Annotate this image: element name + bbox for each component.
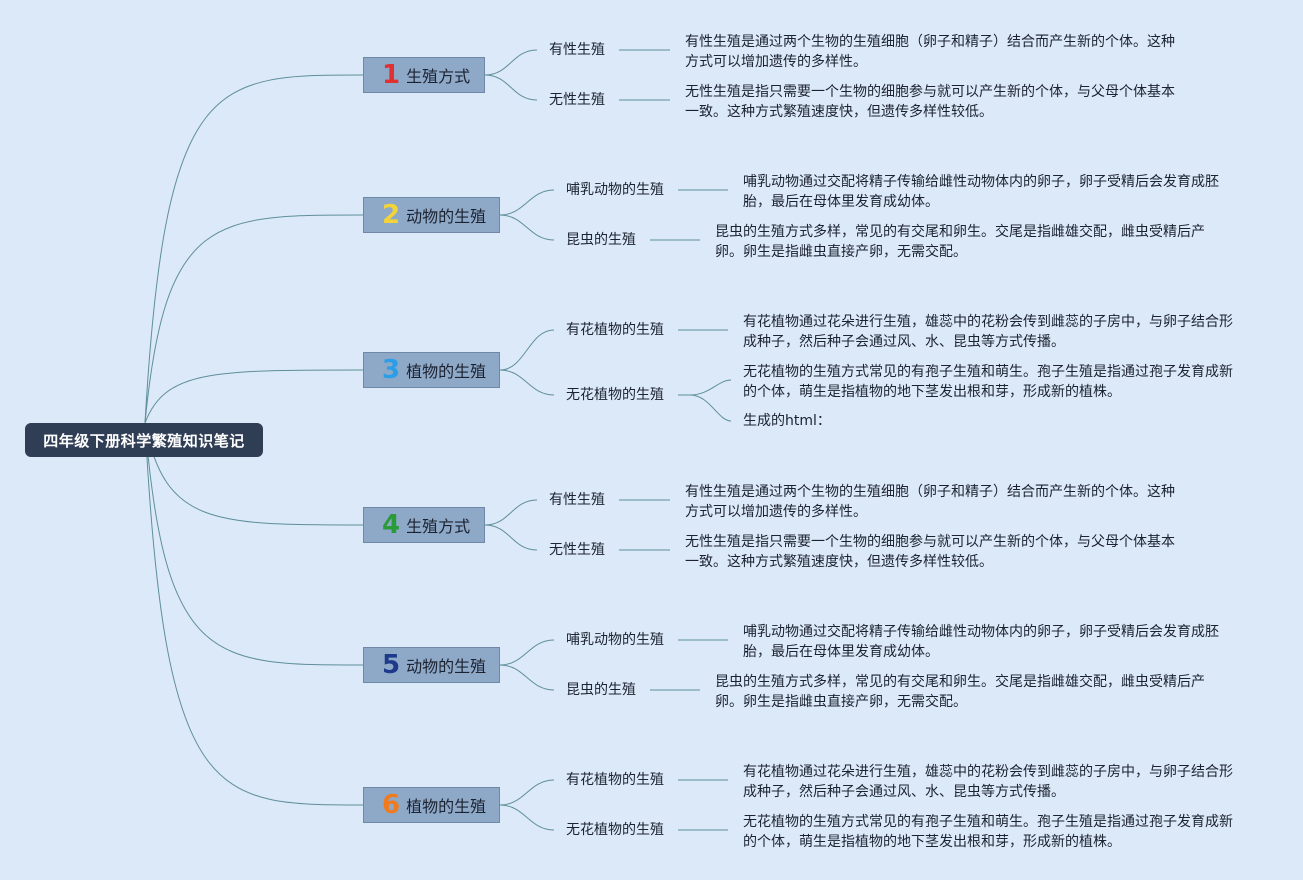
connector-line <box>499 214 555 241</box>
connector-line <box>144 369 364 424</box>
connector-line <box>484 499 538 526</box>
detail-text: 无花植物的生殖方式常见的有孢子生殖和萌生。孢子生殖是指通过孢子发育成新 的个体，… <box>743 814 1233 850</box>
topic-number-icon: 4 <box>382 510 401 540</box>
topic-node-3[interactable]: 3 植物的生殖 <box>363 352 500 388</box>
connector-line <box>499 804 555 831</box>
subtopic-node[interactable]: 有性生殖 <box>549 42 605 58</box>
subtopic-node[interactable]: 哺乳动物的生殖 <box>566 632 664 648</box>
connector-line <box>484 524 538 551</box>
detail-text: 昆虫的生殖方式多样，常见的有交尾和卵生。交尾是指雌雄交配，雌虫受精后产 卵。卵生… <box>715 224 1205 260</box>
topic-number-icon: 5 <box>382 650 401 680</box>
topic-number-icon: 2 <box>382 200 401 230</box>
detail-text: 无性生殖是指只需要一个生物的细胞参与就可以产生新的个体，与父母个体基本 一致。这… <box>685 84 1175 120</box>
topic-label: 植物的生殖 <box>406 797 487 816</box>
connector-line <box>499 639 555 666</box>
topic-label: 动物的生殖 <box>406 657 487 676</box>
detail-text: 有性生殖是通过两个生物的生殖细胞（卵子和精子）结合而产生新的个体。这种 方式可以… <box>685 484 1175 520</box>
connector-line <box>499 189 555 216</box>
subtopic-node[interactable]: 有花植物的生殖 <box>566 772 664 788</box>
connector-line <box>144 74 364 424</box>
detail-text: 有性生殖是通过两个生物的生殖细胞（卵子和精子）结合而产生新的个体。这种 方式可以… <box>685 34 1175 70</box>
connector-line <box>499 369 555 396</box>
root-node[interactable]: 四年级下册科学繁殖知识笔记 <box>25 423 263 457</box>
subtopic-node[interactable]: 无花植物的生殖 <box>566 387 664 403</box>
connector-line <box>484 74 538 101</box>
subtopic-node[interactable]: 有花植物的生殖 <box>566 322 664 338</box>
topic-label: 植物的生殖 <box>406 362 487 381</box>
subtopic-node[interactable]: 有性生殖 <box>549 492 605 508</box>
subtopic-node[interactable]: 昆虫的生殖 <box>566 682 636 698</box>
subtopic-node[interactable]: 无花植物的生殖 <box>566 822 664 838</box>
detail-text: 无性生殖是指只需要一个生物的细胞参与就可以产生新的个体，与父母个体基本 一致。这… <box>685 534 1175 570</box>
topic-node-6[interactable]: 6 植物的生殖 <box>363 787 500 823</box>
topic-node-2[interactable]: 2 动物的生殖 <box>363 197 500 233</box>
topic-label: 生殖方式 <box>406 517 471 536</box>
topic-label: 生殖方式 <box>406 67 471 86</box>
detail-text: 哺乳动物通过交配将精子传输给雌性动物体内的卵子，卵子受精后会发育成胚 胎，最后在… <box>743 174 1219 210</box>
connector-line <box>499 779 555 806</box>
connector-line <box>144 422 364 526</box>
topic-node-1[interactable]: 1 生殖方式 <box>363 57 485 93</box>
subtopic-node[interactable]: 昆虫的生殖 <box>566 232 636 248</box>
connector-line <box>499 329 555 371</box>
connector-line <box>499 664 555 691</box>
subtopic-node[interactable]: 无性生殖 <box>549 92 605 108</box>
subtopic-node[interactable]: 无性生殖 <box>549 542 605 558</box>
topic-label: 动物的生殖 <box>406 207 487 226</box>
detail-text: 无花植物的生殖方式常见的有孢子生殖和萌生。孢子生殖是指通过孢子发育成新 的个体，… <box>743 364 1233 400</box>
connector-line <box>689 394 732 422</box>
detail-text: 有花植物通过花朵进行生殖，雄蕊中的花粉会传到雌蕊的子房中，与卵子结合形 成种子，… <box>743 764 1233 800</box>
detail-text: 有花植物通过花朵进行生殖，雄蕊中的花粉会传到雌蕊的子房中，与卵子结合形 成种子，… <box>743 314 1233 350</box>
detail-text: 哺乳动物通过交配将精子传输给雌性动物体内的卵子，卵子受精后会发育成胚 胎，最后在… <box>743 624 1219 660</box>
detail-text: 生成的html： <box>743 413 831 429</box>
topic-node-4[interactable]: 4 生殖方式 <box>363 507 485 543</box>
connector-line <box>144 214 364 424</box>
connector-line <box>144 422 364 666</box>
topic-number-icon: 1 <box>382 60 401 90</box>
connector-line <box>484 49 538 76</box>
detail-text: 昆虫的生殖方式多样，常见的有交尾和卵生。交尾是指雌雄交配，雌虫受精后产 卵。卵生… <box>715 674 1205 710</box>
connector-line <box>144 422 364 806</box>
subtopic-node[interactable]: 哺乳动物的生殖 <box>566 182 664 198</box>
topic-number-icon: 3 <box>382 355 401 385</box>
connector-line <box>689 379 732 396</box>
topic-node-5[interactable]: 5 动物的生殖 <box>363 647 500 683</box>
topic-number-icon: 6 <box>382 790 401 820</box>
